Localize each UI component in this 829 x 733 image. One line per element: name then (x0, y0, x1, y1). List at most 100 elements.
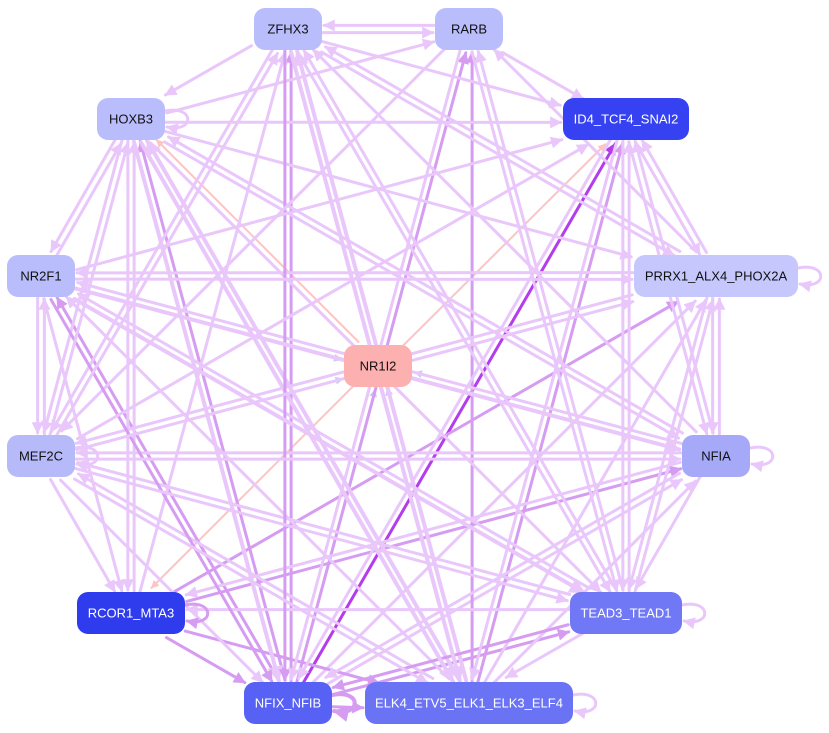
edge-rcor1-mta3-to-nfia (185, 465, 683, 603)
edge-tead3-tead1-to-nr2f1 (76, 292, 592, 590)
node-nr2f1[interactable]: NR2F1 (7, 255, 75, 297)
edge-prrx1-alx4-phox2a-to-id4-tcf4-snai2 (640, 139, 708, 255)
edge-hoxb3-to-nfia (163, 140, 681, 440)
edge-nfix-nfib-to-id4-tcf4-snai2 (301, 142, 617, 685)
node-rarb-box (435, 8, 503, 50)
node-id4-tcf4-snai2-label: ID4_TCF4_SNAI2 (574, 112, 679, 127)
node-rcor1-mta3[interactable]: RCOR1_MTA3 (77, 592, 185, 634)
edge-nr1i2-to-id4-tcf4-snai2 (401, 143, 607, 348)
edge-zfhx3-to-mef2c (50, 47, 274, 433)
edge-elk4-etv5-elk1-elk3-elf4-to-id4-tcf4-snai2 (476, 141, 626, 684)
edge-mef2c-to-rcor1-mta3 (49, 477, 117, 593)
edge-nr2f1-to-id4-tcf4-snai2 (75, 136, 564, 272)
node-nfix-nfib-box (244, 682, 332, 724)
edge-nfix-nfib-to-prrx1-alx4-phox2a (310, 299, 697, 685)
edge-mef2c-to-hoxb3 (48, 141, 131, 437)
edge-prrx1-alx4-phox2a-to-zfhx3 (323, 45, 682, 253)
edge-nfix-nfib-to-hoxb3 (137, 139, 287, 682)
node-nfia[interactable]: NFIA (682, 435, 750, 477)
edge-nr2f1-to-rcor1-mta3 (42, 297, 125, 593)
edge-nr2f1-to-hoxb3 (55, 141, 123, 257)
edge-tead3-tead1-to-nfix-nfib (331, 623, 570, 691)
edge-mef2c-to-nfix-nfib (59, 478, 264, 684)
edge-nfix-nfib-to-elk4-etv5-elk1-elk3-elf4 (331, 701, 365, 714)
node-nfix-nfib[interactable]: NFIX_NFIB (244, 682, 332, 724)
node-hoxb3-box (97, 98, 165, 140)
node-nr1i2-box (344, 345, 412, 387)
node-mef2c[interactable]: MEF2C (7, 435, 75, 477)
edge-id4-tcf4-snai2-to-elk4-etv5-elk1-elk3-elf4 (469, 138, 619, 681)
node-rcor1-mta3-box (77, 592, 185, 634)
edge-id4-tcf4-snai2-to-nfix-nfib (297, 137, 613, 680)
node-prrx1-alx4-phox2a[interactable]: PRRX1_ALX4_PHOX2A (634, 255, 798, 297)
edge-elk4-etv5-elk1-elk3-elf4-to-hoxb3 (145, 138, 461, 682)
node-hoxb3-label: HOXB3 (109, 112, 153, 127)
node-prrx1-alx4-phox2a-box (634, 255, 798, 297)
node-nfix-nfib-label: NFIX_NFIB (255, 696, 321, 711)
edge-hoxb3-to-elk4-etv5-elk1-elk3-elf4 (139, 140, 455, 684)
node-zfhx3-label: ZFHX3 (267, 22, 308, 37)
node-hoxb3[interactable]: HOXB3 (97, 98, 165, 140)
edge-prrx1-alx4-phox2a-to-rarb (493, 48, 698, 254)
node-zfhx3[interactable]: ZFHX3 (254, 8, 322, 50)
self-loop-prrx1-alx4-phox2a (796, 265, 823, 293)
node-tead3-tead1[interactable]: TEAD3_TEAD1 (570, 592, 682, 634)
node-mef2c-box (7, 435, 75, 477)
node-id4-tcf4-snai2[interactable]: ID4_TCF4_SNAI2 (563, 98, 689, 140)
edge-nr1i2-to-rcor1-mta3 (150, 384, 355, 589)
node-elk4-etv5-elk1-elk3-elf4-box (365, 682, 573, 724)
edge-hoxb3-to-rarb (165, 38, 436, 115)
node-rarb[interactable]: RARB (435, 8, 503, 50)
edge-nr2f1-to-tead3-tead1 (72, 296, 587, 595)
edge-nfia-to-zfhx3 (311, 48, 698, 434)
edge-nfia-to-hoxb3 (166, 135, 684, 435)
node-nr1i2-label: NR1I2 (360, 359, 397, 374)
self-loops-layer (73, 108, 823, 722)
edge-tead3-tead1-to-mef2c (76, 459, 572, 597)
edge-zfhx3-to-id4-tcf4-snai2 (320, 40, 562, 109)
node-nfia-label: NFIA (701, 449, 731, 464)
edge-rcor1-mta3-to-zfhx3 (138, 51, 288, 594)
edge-rarb-to-mef2c (60, 47, 447, 433)
self-loop-nfix-nfib (330, 692, 357, 722)
edge-nfia-to-rcor1-mta3 (184, 460, 682, 598)
node-rarb-label: RARB (451, 22, 487, 37)
edge-rarb-to-tead3-tead1 (470, 50, 620, 593)
self-loop-rcor1-mta3 (183, 602, 210, 630)
edge-rarb-to-id4-tcf4-snai2 (501, 50, 585, 101)
edge-zfhx3-to-hoxb3 (164, 44, 254, 97)
edge-rcor1-mta3-to-elk4-etv5-elk1-elk3-elf4 (183, 629, 381, 686)
edge-hoxb3-to-nfix-nfib (131, 139, 283, 683)
edge-hoxb3-to-mef2c (41, 138, 124, 434)
node-tead3-tead1-label: TEAD3_TEAD1 (580, 606, 671, 621)
edge-rcor1-mta3-to-nfix-nfib (164, 636, 247, 685)
node-nr2f1-label: NR2F1 (20, 269, 61, 284)
nodes-layer: ZFHX3 RARB HOXB3 ID4_TCF4_SNAI2 NR2F1 PR… (7, 8, 798, 724)
edge-id4-tcf4-snai2-to-prrx1-alx4-phox2a (634, 140, 702, 256)
edge-mef2c-to-zfhx3 (55, 52, 279, 438)
node-prrx1-alx4-phox2a-label: PRRX1_ALX4_PHOX2A (645, 269, 788, 284)
edge-hoxb3-to-prrx1-alx4-phox2a (163, 129, 633, 260)
edge-elk4-etv5-elk1-elk3-elf4-to-prrx1-alx4-phox2a (483, 299, 707, 685)
edge-mef2c-to-tead3-tead1 (73, 466, 569, 604)
node-elk4-etv5-elk1-elk3-elf4[interactable]: ELK4_ETV5_ELK1_ELK3_ELF4 (365, 682, 573, 724)
self-loop-tead3-tead1 (680, 602, 707, 630)
edge-tead3-tead1-to-rarb (475, 49, 625, 592)
edge-tead3-tead1-to-elk4-etv5-elk1-elk3-elf4 (504, 630, 587, 679)
self-loop-mef2c (73, 445, 100, 473)
self-loop-hoxb3 (163, 108, 190, 136)
node-nr1i2[interactable]: NR1I2 (344, 345, 412, 387)
edge-nfia-to-nfix-nfib (324, 471, 682, 679)
node-id4-tcf4-snai2-box (563, 98, 689, 140)
node-rcor1-mta3-label: RCOR1_MTA3 (88, 606, 174, 621)
edge-rcor1-mta3-to-prrx1-alx4-phox2a (169, 300, 680, 596)
node-nfia-box (682, 435, 750, 477)
node-tead3-tead1-box (570, 592, 682, 634)
node-elk4-etv5-elk1-elk3-elf4-label: ELK4_ETV5_ELK1_ELK3_ELF4 (375, 696, 563, 711)
edge-tead3-tead1-to-zfhx3 (302, 48, 618, 591)
edge-nfia-to-tead3-tead1 (634, 475, 702, 591)
self-loop-nfia (748, 445, 775, 473)
self-loop-elk4-etv5-elk1-elk3-elf4 (571, 692, 598, 720)
node-nr2f1-box (7, 255, 75, 297)
